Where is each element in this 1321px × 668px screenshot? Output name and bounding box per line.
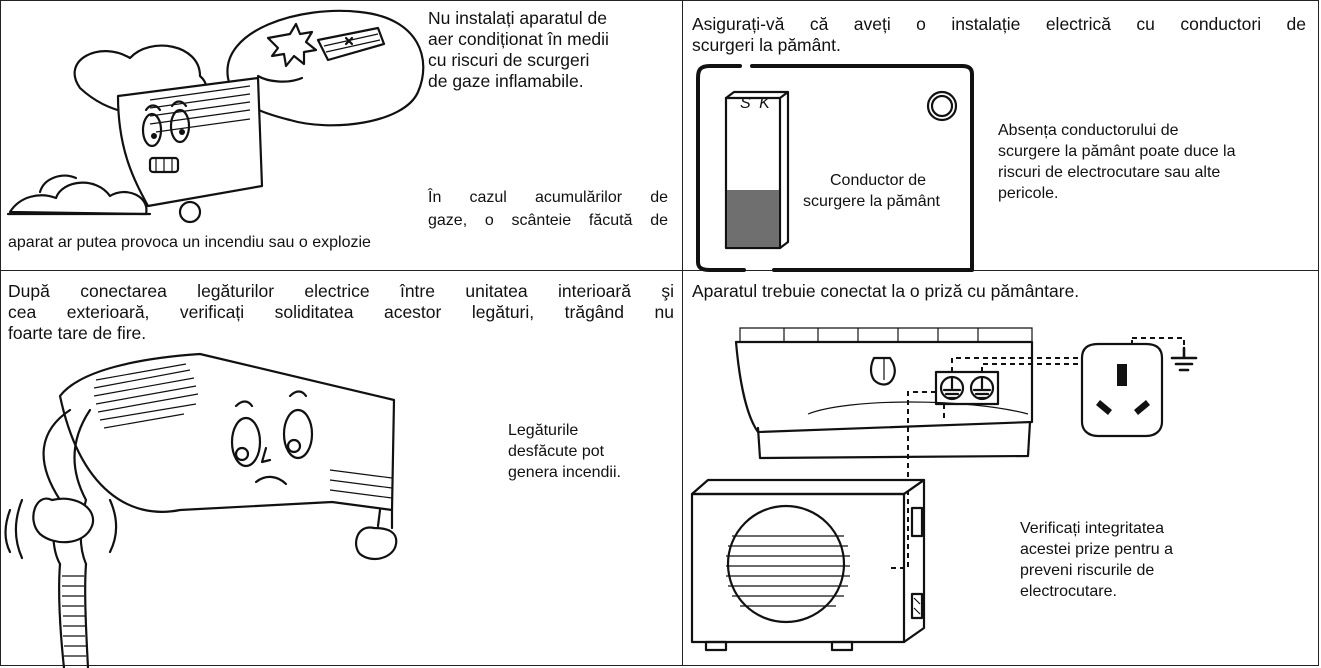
cartoon-ac-pulled-cable-illustration: [4, 352, 398, 668]
connections-heading-line-3: foarte tare de fire.: [8, 323, 147, 343]
earth-leakage-note-line-2: scurgere la pământ poate duce la: [998, 143, 1236, 160]
gas-warning-line-3: cu riscuri de scurgeri: [428, 50, 590, 70]
gas-warning-line-1: Nu instalați aparatul de: [428, 8, 607, 28]
socket-check-line-2: acestei prize pentru a: [1020, 541, 1173, 558]
cartoon-ac-gas-explosion-illustration: [6, 9, 425, 224]
conductor-label-line-1: Conductor de: [830, 172, 927, 189]
gas-consequence-line-3: aparat ar putea provoca un incendiu sau …: [8, 234, 371, 251]
grounded-socket-heading: Aparatul trebuie conectat la o priză cu …: [692, 281, 1080, 301]
connections-heading-line-2: cea exterioară, verificați soliditatea a…: [8, 302, 674, 322]
grid-vertical-divider: [682, 0, 683, 666]
breaker-label: S K: [740, 95, 772, 112]
earth-leakage-note-line-3: riscuri de electrocutare sau alte: [998, 164, 1221, 181]
earth-leakage-heading-line-2: scurgeri la pământ.: [692, 35, 841, 55]
grid-horizontal-divider: [0, 270, 1319, 271]
socket-check-note: Verificați integritatea acestei prize pe…: [1020, 518, 1173, 602]
electrical-panel-illustration: [696, 64, 974, 272]
earth-leakage-note-line-1: Absența conductorului de: [998, 122, 1179, 139]
ac-grounding-wiring-illustration: [690, 327, 1198, 652]
loose-connections-line-2: desfăcute pot: [508, 443, 605, 460]
loose-connections-line-1: Legăturile: [508, 422, 579, 439]
gas-consequence-line-1: În cazul acumulărilor de: [428, 189, 668, 206]
gas-warning-line-4: de gaze inflamabile.: [428, 71, 584, 91]
loose-connections-line-3: genera incendii.: [508, 464, 621, 481]
loose-connections-note: Legăturile desfăcute pot genera incendii…: [508, 420, 621, 483]
gas-warning-line-2: aer condiționat în medii: [428, 29, 609, 49]
conductor-label-line-2: scurgere la pământ: [803, 193, 940, 210]
socket-check-line-4: electrocutare.: [1020, 583, 1117, 600]
socket-check-line-1: Verificați integritatea: [1020, 520, 1165, 537]
earth-leakage-note-line-4: pericole.: [998, 185, 1059, 202]
socket-check-line-3: preveni riscurile de: [1020, 562, 1155, 579]
earth-leakage-heading-line-1: Asigurați-vă că aveți o instalație elect…: [692, 14, 1306, 34]
earth-leakage-note: Absența conductorului de scurgere la păm…: [998, 120, 1235, 204]
gas-consequence-line-2: gaze, o scânteie făcută de: [428, 212, 668, 229]
connections-heading-line-1: După conectarea legăturilor electrice în…: [8, 281, 674, 301]
gas-warning-text: Nu instalați aparatul de aer condiționat…: [428, 8, 609, 92]
